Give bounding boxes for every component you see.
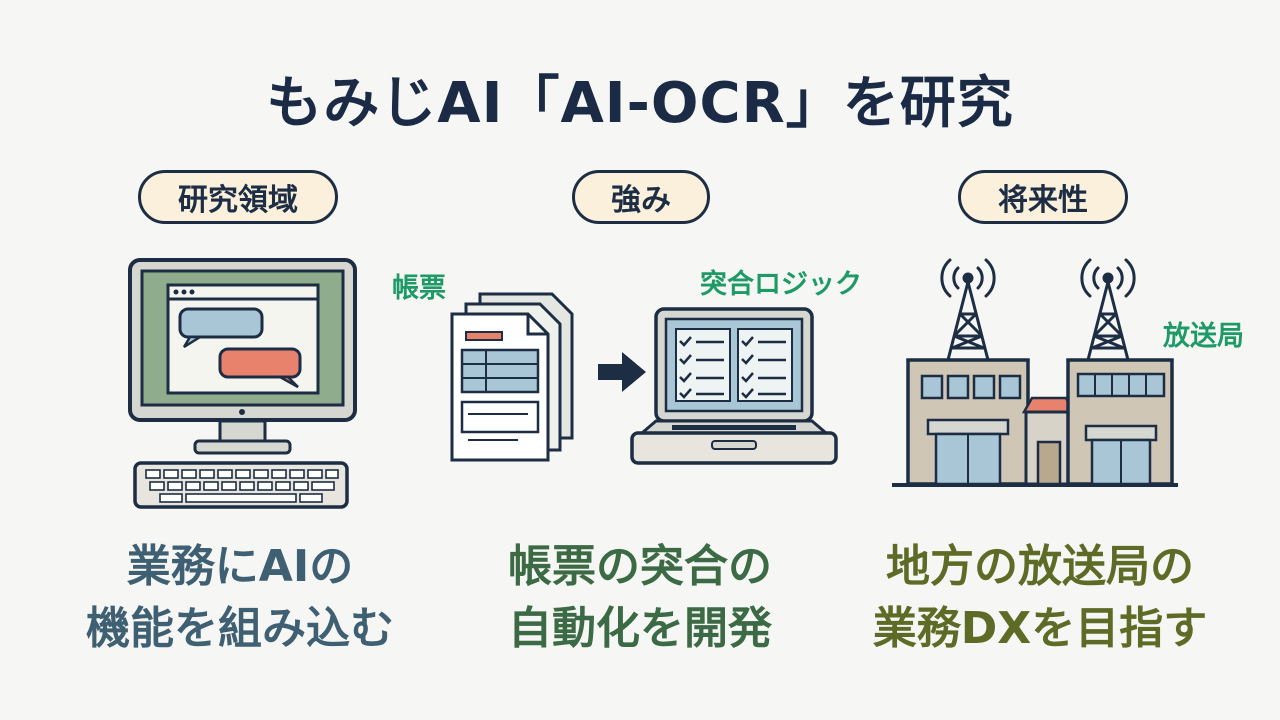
pill-strength: 強み xyxy=(572,170,710,224)
tag-broadcast-station: 放送局 xyxy=(1163,321,1244,352)
tag-matching-logic: 突合ロジック xyxy=(700,269,862,300)
pill-future: 将来性 xyxy=(958,170,1128,224)
right-arrow-icon xyxy=(598,352,646,392)
broadcast-station-icon xyxy=(892,258,1178,487)
caption-future-line1: 地方の放送局の xyxy=(886,541,1194,592)
laptop-checklist-icon xyxy=(630,307,838,465)
caption-research-area: 業務にAIの 機能を組み込む xyxy=(40,536,440,660)
caption-strength: 帳票の突合の 自動化を開発 xyxy=(440,536,840,660)
caption-strength-line1: 帳票の突合の xyxy=(508,541,772,592)
tag-forms: 帳票 xyxy=(392,273,446,304)
pill-research-area: 研究領域 xyxy=(138,170,338,224)
caption-research-line2: 機能を組み込む xyxy=(86,603,394,654)
caption-future: 地方の放送局の 業務DXを目指す xyxy=(840,536,1240,660)
page-title: もみじAI「AI-OCR」を研究 xyxy=(266,71,1014,136)
desktop-computer-icon xyxy=(128,258,357,509)
caption-research-line1: 業務にAIの xyxy=(126,541,354,592)
paper-forms-icon xyxy=(450,292,574,462)
caption-future-line2: 業務DXを目指す xyxy=(872,603,1208,654)
caption-strength-line2: 自動化を開発 xyxy=(508,603,772,654)
